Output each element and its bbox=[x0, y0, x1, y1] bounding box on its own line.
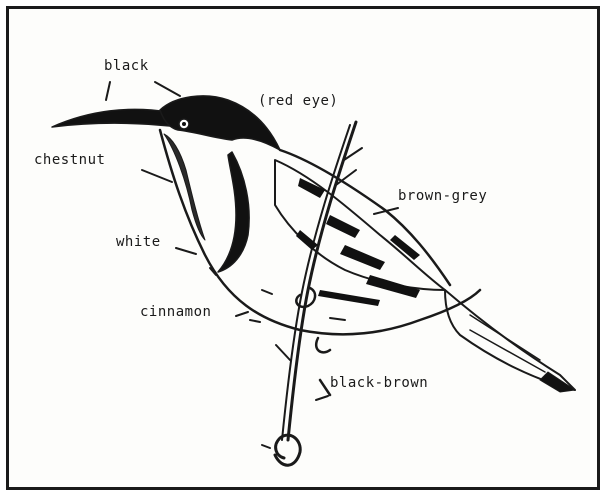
label-chestnut: chestnut bbox=[34, 152, 105, 168]
throat-chestnut bbox=[164, 134, 205, 240]
label-black-brown: black-brown bbox=[330, 375, 428, 391]
bill bbox=[52, 109, 170, 127]
label-white: white bbox=[116, 234, 161, 250]
label-red-eye: (red eye) bbox=[258, 93, 338, 109]
label-black: black bbox=[104, 58, 149, 74]
neck-band bbox=[218, 152, 249, 272]
feet bbox=[296, 288, 330, 395]
label-brown-grey: brown-grey bbox=[398, 188, 487, 204]
label-cinnamon: cinnamon bbox=[140, 304, 211, 320]
twig bbox=[262, 122, 362, 465]
